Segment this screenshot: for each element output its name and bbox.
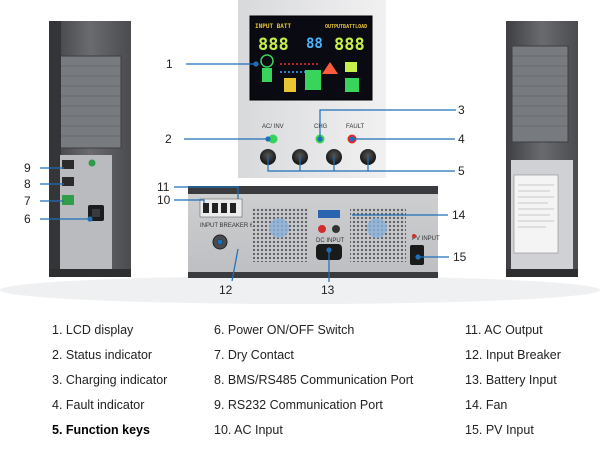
legend-item: 8. BMS/RS485 Communication Port bbox=[214, 373, 414, 387]
battery-icon bbox=[284, 78, 296, 92]
negative-terminal-icon bbox=[332, 225, 340, 233]
lcd-top-right-label: OUTPUTBATTLOAD bbox=[325, 24, 367, 30]
legend-column-3: 11. AC Output 12. Input Breaker 13. Batt… bbox=[465, 318, 561, 443]
callout-7: 7 bbox=[24, 194, 31, 208]
legend-item: 13. Battery Input bbox=[465, 373, 557, 387]
dry-contact-terminal bbox=[62, 195, 74, 205]
rs485-port bbox=[62, 177, 74, 186]
legend-item: 11. AC Output bbox=[465, 323, 543, 337]
callout-numbers: 1 2 3 4 5 6 7 8 9 10 11 12 13 14 15 bbox=[24, 57, 467, 297]
ac-inv-label: AC/ INV bbox=[262, 124, 284, 130]
spec-label-sticker bbox=[513, 174, 559, 254]
callout-1: 1 bbox=[166, 57, 173, 71]
legend-item: 10. AC Input bbox=[214, 423, 283, 437]
solar-panel-icon bbox=[262, 68, 272, 82]
pv-input-label: PV INPUT bbox=[412, 236, 440, 242]
front-panel: INPUT BATT OUTPUTBATTLOAD 888 88 888 AC/… bbox=[238, 0, 386, 178]
lcd-icons bbox=[260, 54, 359, 92]
lcd-digits-right: 888 bbox=[334, 35, 365, 55]
left-side-view bbox=[49, 21, 131, 277]
callout-8: 8 bbox=[24, 177, 31, 191]
legend: 1. LCD display 2. Status indicator 3. Ch… bbox=[0, 312, 600, 450]
lcd-digits-left: 888 bbox=[258, 35, 289, 55]
brand-label bbox=[318, 210, 340, 218]
legend-item: 12. Input Breaker bbox=[465, 348, 561, 362]
callout-4: 4 bbox=[458, 132, 465, 146]
callout-5: 5 bbox=[458, 164, 465, 178]
warning-icon bbox=[322, 62, 338, 74]
legend-item: 7. Dry Contact bbox=[214, 348, 294, 362]
callout-9: 9 bbox=[24, 161, 31, 175]
legend-item: 2. Status indicator bbox=[52, 348, 153, 362]
load-icon bbox=[345, 62, 357, 72]
fault-label: FAULT bbox=[346, 124, 365, 130]
legend-item: 6. Power ON/OFF Switch bbox=[214, 323, 355, 337]
callout-10: 10 bbox=[157, 193, 171, 207]
legend-item: 5. Function keys bbox=[52, 423, 150, 437]
fan-icon bbox=[269, 218, 289, 238]
legend-item: 1. LCD display bbox=[52, 323, 134, 337]
callout-11: 11 bbox=[157, 180, 170, 194]
inverter-diagram: INPUT BATT OUTPUTBATTLOAD 888 88 888 AC/… bbox=[0, 0, 600, 304]
right-side-view bbox=[506, 21, 578, 277]
callout-6: 6 bbox=[24, 212, 31, 226]
legend-column-2: 6. Power ON/OFF Switch 7. Dry Contact 8.… bbox=[214, 318, 413, 443]
inverter-icon bbox=[305, 70, 321, 90]
lcd-top-left-label: INPUT BATT bbox=[255, 23, 292, 30]
callout-12: 12 bbox=[219, 283, 233, 297]
bottom-view: INPUT BREAKER 63/80A DC INPUT PV INPUT bbox=[188, 186, 440, 278]
legend-item: 9. RS232 Communication Port bbox=[214, 398, 383, 412]
dc-input-label: DC INPUT bbox=[316, 238, 345, 244]
positive-terminal-icon bbox=[318, 225, 326, 233]
callout-2: 2 bbox=[165, 132, 172, 146]
status-led-icon bbox=[88, 159, 96, 167]
rs232-port bbox=[62, 160, 74, 169]
lcd-digits-mid: 88 bbox=[306, 36, 323, 52]
chg-label: CHG bbox=[314, 124, 328, 130]
status-indicator-led bbox=[268, 134, 278, 144]
grid-icon bbox=[260, 54, 274, 68]
legend-item: 15. PV Input bbox=[465, 423, 534, 437]
callout-13: 13 bbox=[321, 283, 335, 297]
callout-15: 15 bbox=[453, 250, 467, 264]
legend-item: 14. Fan bbox=[465, 398, 508, 412]
battery-level-icon bbox=[345, 78, 359, 92]
legend-item: 4. Fault indicator bbox=[52, 398, 145, 412]
callout-14: 14 bbox=[452, 208, 466, 222]
callout-lines bbox=[40, 61, 456, 282]
callout-3: 3 bbox=[458, 103, 465, 117]
breaker-label: INPUT BREAKER 63/80A bbox=[200, 223, 269, 229]
legend-column-1: 1. LCD display 2. Status indicator 3. Ch… bbox=[52, 318, 167, 443]
legend-item: 3. Charging indicator bbox=[52, 373, 168, 387]
floor-shadow bbox=[0, 276, 600, 304]
